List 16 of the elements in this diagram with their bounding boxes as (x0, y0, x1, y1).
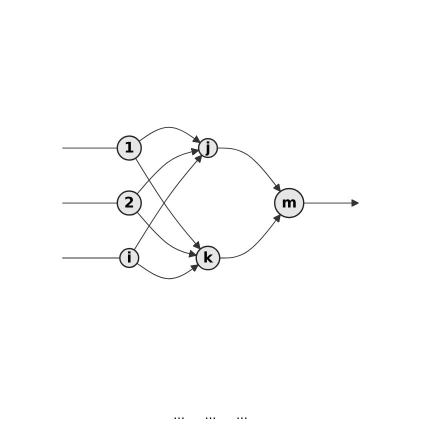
ellipsis-dots: ... (204, 408, 216, 422)
node-circle: i (119, 248, 140, 268)
ellipsis-dots: ... (173, 408, 185, 422)
arrow (216, 148, 281, 192)
arrow (138, 126, 201, 143)
node-circle: 2 (116, 190, 142, 216)
node-circle: k (196, 246, 220, 270)
arrow (136, 262, 199, 280)
ellipsis-dots: ... (236, 408, 248, 422)
arrow (303, 198, 360, 208)
node-circle: m (274, 188, 304, 218)
node-circle: 1 (116, 135, 142, 161)
connector (62, 202, 118, 204)
arrow (219, 214, 281, 258)
arrow (136, 148, 200, 194)
arrow (136, 212, 197, 258)
